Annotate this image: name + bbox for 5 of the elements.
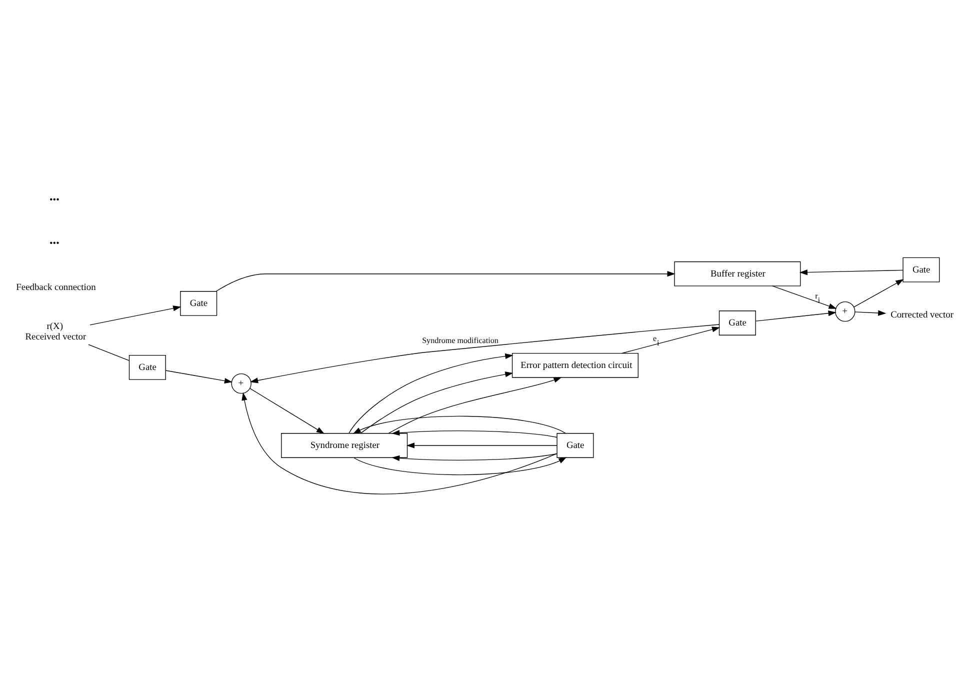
node-text: Corrected vector: [890, 310, 954, 320]
label: Feedback connection: [16, 282, 96, 293]
node-text: r(X) Received vector: [25, 322, 86, 342]
label: •••: [49, 239, 60, 250]
label: •••: [49, 195, 60, 206]
